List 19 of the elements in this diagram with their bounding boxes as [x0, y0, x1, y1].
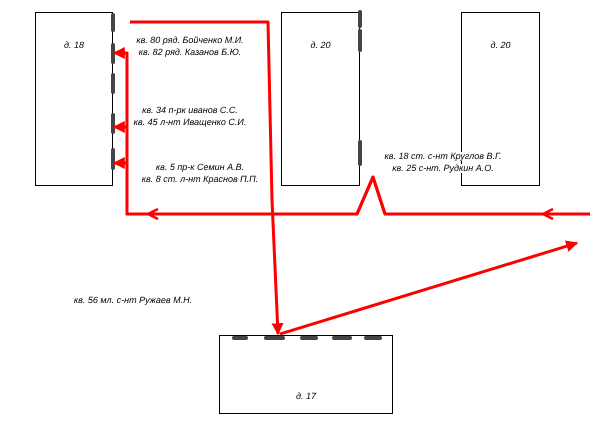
building-box: [281, 12, 360, 186]
resident-note: кв. 8 ст. л-нт Краснов П.П.: [140, 175, 260, 184]
building-number: д. 20: [310, 41, 330, 50]
building-box: [35, 12, 113, 186]
resident-note: кв. 34 п-рк иванов С.С.: [141, 106, 239, 115]
resident-note: кв. 25 с-нт. Рудкин А.О.: [391, 164, 495, 173]
route-arrow: [280, 240, 578, 336]
resident-note: кв. 18 ст. с-нт Круглов В.Г.: [384, 152, 502, 161]
resident-note: кв. 45 л-нт Иващенко С.И.: [132, 118, 248, 127]
resident-note: кв. 56 мл. с-нт Ружаев М.Н.: [72, 296, 194, 305]
building-box: [219, 335, 393, 414]
route-arrow: [130, 20, 284, 336]
building-number: д. 18: [64, 41, 84, 50]
resident-note: кв. 80 ряд. Бойченко М.И.: [135, 36, 245, 45]
resident-note: кв. 5 пр-к Семин А.В.: [154, 163, 246, 172]
building-number: д. 17: [296, 392, 316, 401]
resident-note: кв. 82 ряд. Казанов Б.Ю.: [138, 48, 242, 57]
building-number: д. 20: [490, 41, 510, 50]
route-arrow: [112, 157, 590, 216]
